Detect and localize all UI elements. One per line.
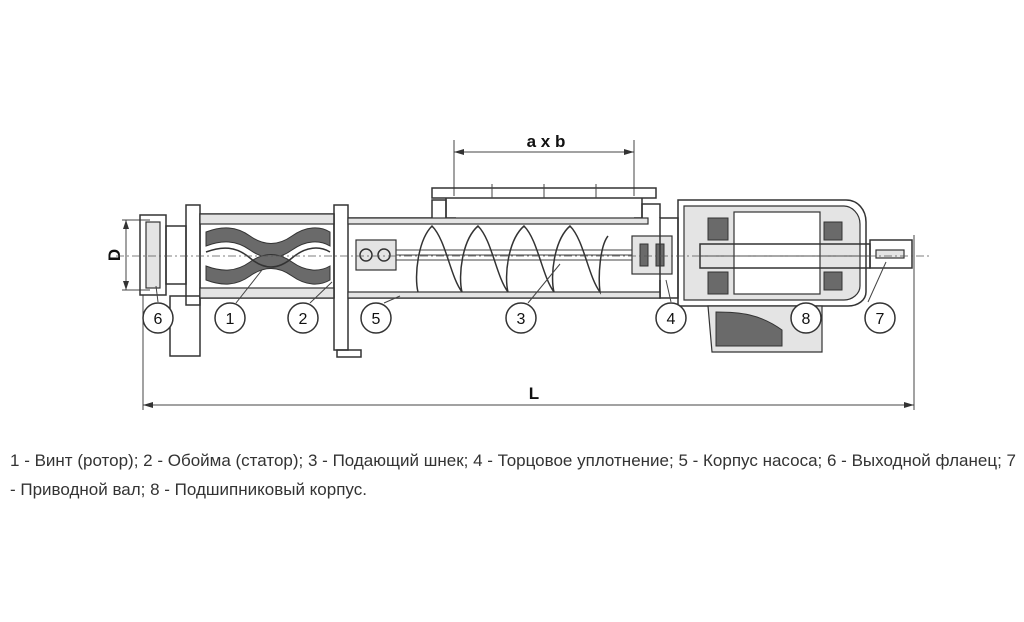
callout-4-number: 4 <box>667 311 676 328</box>
callout-2: 2 <box>287 302 319 334</box>
pump-diagram: a x b D L <box>105 132 930 410</box>
callout-8-number: 8 <box>802 311 811 328</box>
callout-7-number: 7 <box>876 311 885 328</box>
dimension-diameter: D <box>105 219 150 291</box>
drive-shaft <box>869 239 913 269</box>
callout-7: 7 <box>864 302 896 334</box>
callout-8: 8 <box>790 302 822 334</box>
bearing-housing <box>677 199 871 353</box>
callout-1: 1 <box>214 302 246 334</box>
legend-caption: 1 - Винт (ротор); 2 - Обойма (статор); 3… <box>10 451 1016 499</box>
dimension-diameter-label: D <box>105 249 124 261</box>
dimension-inlet: a x b <box>453 132 635 196</box>
dimension-inlet-label: a x b <box>527 132 566 151</box>
mechanical-seal <box>631 217 679 299</box>
pump-body <box>333 199 661 358</box>
leader-lines <box>155 261 887 304</box>
callout-6: 6 <box>142 302 174 334</box>
inlet-hopper <box>431 184 657 219</box>
callout-4: 4 <box>655 302 687 334</box>
stator <box>199 213 335 299</box>
rotor <box>205 247 331 268</box>
feed-auger <box>415 224 609 295</box>
dimension-length-label: L <box>529 384 539 403</box>
callout-1-number: 1 <box>226 311 235 328</box>
callout-6-number: 6 <box>154 311 163 328</box>
outlet-flange <box>139 204 201 357</box>
callout-2-number: 2 <box>299 311 308 328</box>
callout-3: 3 <box>505 302 537 334</box>
callout-5-number: 5 <box>372 311 381 328</box>
callout-5: 5 <box>360 302 392 334</box>
callout-3-number: 3 <box>517 311 526 328</box>
